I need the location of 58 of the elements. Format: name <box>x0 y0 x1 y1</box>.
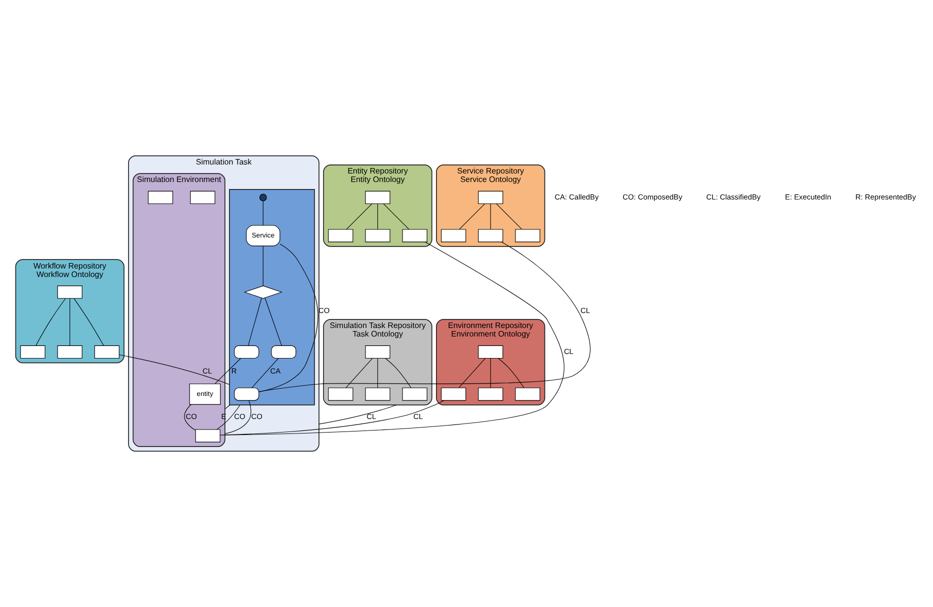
connector <box>264 298 282 346</box>
node-box <box>440 229 466 242</box>
connector <box>258 242 590 392</box>
node-box <box>440 388 466 401</box>
connector <box>214 358 242 384</box>
node-box <box>57 345 82 359</box>
node-box <box>478 345 504 359</box>
connector <box>498 358 524 388</box>
connector <box>496 204 522 230</box>
node-box <box>478 388 504 401</box>
node-box <box>365 345 390 359</box>
node-box <box>271 345 296 359</box>
node-box <box>328 229 354 242</box>
connector <box>220 242 564 436</box>
connector <box>252 358 279 388</box>
connector <box>224 400 252 434</box>
connector <box>459 204 486 230</box>
node-box <box>148 190 174 204</box>
node-box <box>365 229 390 242</box>
connector <box>258 244 318 392</box>
connector <box>262 246 264 286</box>
node-box <box>57 286 82 299</box>
node-box <box>365 190 390 204</box>
connector <box>318 404 397 424</box>
connector <box>458 358 486 388</box>
node-box <box>365 388 390 401</box>
node-box <box>20 345 46 359</box>
node-diamond <box>244 286 283 299</box>
connector <box>377 204 378 230</box>
connector <box>377 358 378 388</box>
connector <box>490 204 491 230</box>
node-box <box>190 190 216 204</box>
node-box <box>234 388 260 401</box>
connector <box>385 358 412 388</box>
connector <box>248 298 262 346</box>
node-box <box>94 345 120 359</box>
cluster <box>229 189 315 406</box>
node-circle <box>259 194 267 202</box>
node-box <box>515 388 540 401</box>
node-box <box>478 190 504 204</box>
connector <box>216 404 240 430</box>
node-box <box>328 388 354 401</box>
node-box <box>234 345 260 359</box>
connector <box>184 404 196 430</box>
node-box <box>402 229 428 242</box>
connector <box>346 204 372 230</box>
node-box <box>195 429 220 442</box>
connector <box>346 358 373 388</box>
connector <box>74 298 104 346</box>
connector <box>262 200 264 226</box>
connector <box>383 204 410 230</box>
connector <box>490 358 491 388</box>
node-box <box>402 388 428 401</box>
connector <box>224 400 444 436</box>
connector <box>118 354 230 385</box>
connector <box>224 404 230 410</box>
node-box <box>515 229 540 242</box>
node-box <box>478 229 504 242</box>
